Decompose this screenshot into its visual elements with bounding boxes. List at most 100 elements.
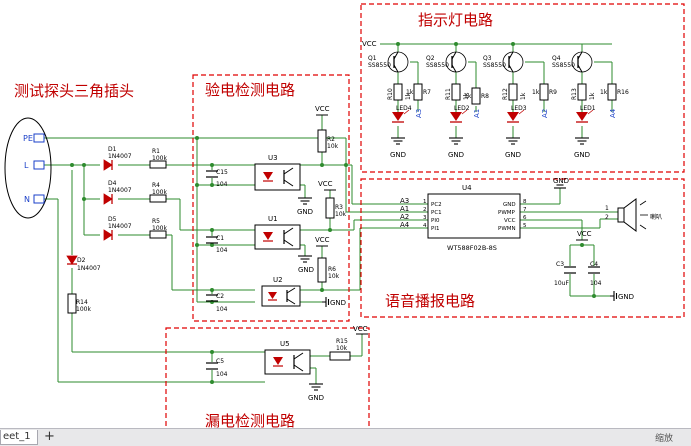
q4-net-label: A4 — [609, 108, 617, 118]
probe-plug-pins: PE L N — [23, 133, 45, 204]
q4-collector — [577, 64, 583, 73]
q3-transistor — [502, 51, 524, 73]
q2-led-icon — [450, 112, 462, 121]
c1-ref: C1 — [216, 235, 224, 242]
d5-part: 1N4007 — [108, 223, 132, 230]
c2-value: 104 — [216, 306, 228, 313]
q2-led-ray — [461, 109, 468, 115]
q1-led-ref: LED4 — [396, 105, 412, 112]
vcc-label-indicator: VCC — [362, 40, 377, 48]
q1-collector — [393, 64, 399, 73]
gnd-icon-u3 — [297, 197, 313, 205]
q2-rb-ref: R11 — [445, 88, 452, 100]
pin-n-label: N — [24, 195, 30, 204]
gnd-label-u5: GND — [308, 394, 324, 402]
d2-part: 1N4007 — [77, 265, 101, 272]
u5-ref: U5 — [280, 340, 290, 348]
voice-chip-u4: U4 WT588F02B-8S 1 2 3 4 PC2 PC1 PI0 PI1 … — [423, 184, 527, 252]
pin-pe-label: PE — [23, 134, 33, 143]
speaker-pin1: 1 — [605, 205, 609, 212]
gnd-icon-caps: GND — [610, 291, 634, 301]
q2-led-resistor — [471, 87, 481, 105]
r2-ref: R2 — [327, 136, 335, 143]
status-text: 缩放 — [654, 434, 673, 444]
q1-gnd-label: GND — [390, 151, 406, 159]
sheet-tab[interactable]: eet_1 — [0, 430, 38, 445]
q3-base-resistor — [508, 83, 518, 101]
c3-ref: C3 — [556, 261, 564, 268]
net-label-a4: A4 — [400, 221, 410, 229]
c5-ref: C5 — [216, 358, 224, 365]
q3-emitter — [508, 51, 514, 60]
q4-ref: Q4 — [552, 55, 561, 62]
test-section-title: 验电检测电路 — [205, 81, 295, 99]
u4-part: WT588F02B-8S — [447, 244, 497, 252]
diode-d1 — [103, 159, 113, 171]
u4-pin3-num: 3 — [423, 215, 427, 221]
net-label-a3: A3 — [400, 197, 409, 205]
q1-net-label: A3 — [415, 109, 423, 118]
q2-rb-value: 1k — [463, 92, 470, 100]
q2-led-ref: LED2 — [454, 105, 470, 112]
q4-rb-ref: R13 — [571, 88, 578, 100]
indicator-section-title: 指示灯电路 — [418, 11, 493, 29]
q4-gnd-label: GND — [574, 151, 590, 159]
q2-rc-ref: R8 — [481, 93, 489, 100]
d5-ref: D5 — [108, 216, 117, 223]
vcc-label-voice: VCC — [577, 230, 592, 238]
gnd-label-u1: GND — [298, 266, 314, 274]
r6-value: 10k — [328, 273, 340, 280]
vcc-label-r6: VCC — [315, 236, 330, 244]
q3-rc-ref: R9 — [549, 89, 557, 96]
u4-pin3-name: PI0 — [431, 218, 440, 224]
q2-transistor — [445, 51, 467, 73]
net-label-a1: A1 — [400, 205, 409, 213]
optocoupler-u5: U5 — [264, 340, 311, 375]
q1-led-icon — [392, 112, 404, 121]
gnd-label-u3: GND — [297, 208, 313, 216]
add-sheet-button[interactable]: + — [44, 429, 55, 444]
c1-value: 104 — [216, 247, 228, 254]
q3-led-ray — [518, 109, 525, 115]
schematic-canvas: 测试探头三角插头 验电检测电路 指示灯电路 语音播报电路 漏电检测电路 PE L… — [4, 3, 685, 428]
r1-ref: R1 — [152, 148, 160, 155]
q1-emitter — [393, 51, 399, 60]
q4-led-ray — [587, 109, 594, 115]
u3-ref: U3 — [268, 154, 278, 162]
diode-d2 — [66, 255, 78, 265]
q4-base-resistor — [577, 83, 587, 101]
optocoupler-u2: U2 — [261, 276, 301, 307]
u4-pin2-name: PC1 — [431, 210, 442, 216]
c4-ref: C4 — [590, 261, 598, 268]
q4-led-resistor — [607, 83, 617, 101]
q1-rc-ref: R7 — [423, 89, 431, 96]
d4-part: 1N4007 — [108, 187, 132, 194]
q1-led-ray — [403, 109, 410, 115]
u4-pin7-name: PWMP — [498, 210, 516, 216]
q3-gnd-label: GND — [505, 151, 521, 159]
q2-ref: Q2 — [426, 55, 435, 62]
diode-d4 — [103, 193, 113, 205]
gnd-label-u2: GND — [330, 299, 346, 307]
speaker-icon: 1 2 喇叭 — [605, 198, 662, 232]
q1-base-resistor — [393, 83, 403, 101]
d2-ref: D2 — [77, 257, 86, 264]
gnd-icon-chip: GND — [553, 177, 569, 189]
c2-ref: C2 — [216, 293, 224, 300]
d4-ref: D4 — [108, 180, 117, 187]
c4-value: 104 — [590, 280, 602, 287]
wire-layer — [44, 43, 618, 384]
u4-pin5-name: PWMN — [498, 226, 516, 232]
q1-led-resistor — [413, 83, 423, 101]
pin-l-label: L — [24, 161, 29, 170]
u4-pin8-name: GND — [503, 202, 516, 208]
q2-rc-value: 1k — [464, 93, 472, 100]
r14-ref: R14 — [76, 299, 88, 306]
resistor-bodies — [67, 129, 351, 361]
gnd-label-caps: GND — [618, 293, 634, 301]
sheet-tab-bar: eet_1 + 缩放 — [0, 428, 691, 446]
u4-pin7-num: 7 — [523, 207, 527, 213]
r1-value: 100k — [152, 155, 167, 162]
voice-section-title: 语音播报电路 — [385, 292, 475, 310]
optocoupler-u1: U1 — [254, 215, 301, 250]
